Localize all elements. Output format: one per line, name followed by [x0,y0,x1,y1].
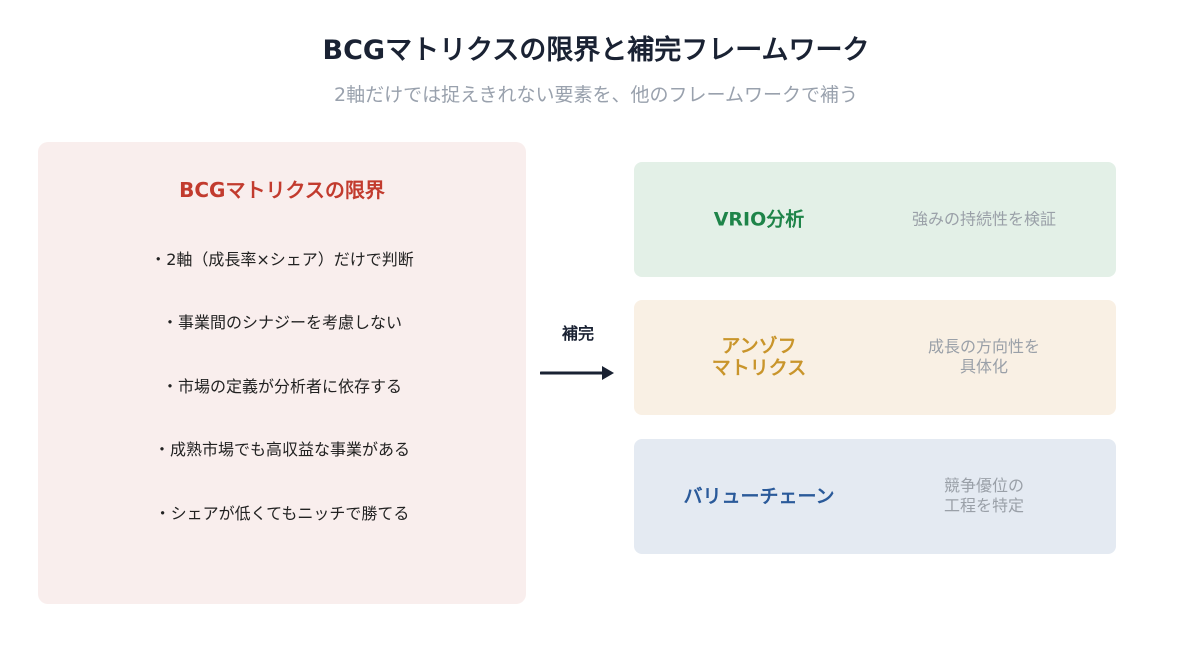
framework-desc: 強みの持続性を検証 [911,209,1056,229]
limit-item: ・成熟市場でも高収益な事業がある [153,440,410,459]
limit-item: ・市場の定義が分析者に依存する [161,377,402,396]
page-title: BCGマトリクスの限界と補完フレームワーク [322,35,870,66]
page-subtitle: 2軸だけでは捉えきれない要素を、他のフレームワークで補う [334,84,858,106]
framework-name: バリューチェーン [683,485,835,508]
arrow-label: 補完 [561,324,594,343]
limits-heading: BCGマトリクスの限界 [179,178,385,202]
limit-item: ・事業間のシナジーを考慮しない [161,313,402,332]
arrow-right-icon [540,366,614,380]
framework-card-vrio: VRIO分析 強みの持続性を検証 [634,162,1116,277]
framework-name: アンゾフ マトリクス [711,334,807,380]
limit-item: ・2軸（成長率×シェア）だけで判断 [150,250,414,269]
framework-desc: 成長の方向性を 具体化 [927,336,1040,377]
limit-item: ・シェアが低くてもニッチで勝てる [154,504,410,523]
framework-desc: 競争優位の 工程を特定 [943,475,1024,516]
limits-panel: BCGマトリクスの限界 ・2軸（成長率×シェア）だけで判断 ・事業間のシナジーを… [38,142,526,604]
framework-card-ansoff: アンゾフ マトリクス 成長の方向性を 具体化 [634,300,1116,415]
framework-name: VRIO分析 [713,208,805,231]
framework-card-value-chain: バリューチェーン 競争優位の 工程を特定 [634,439,1116,554]
